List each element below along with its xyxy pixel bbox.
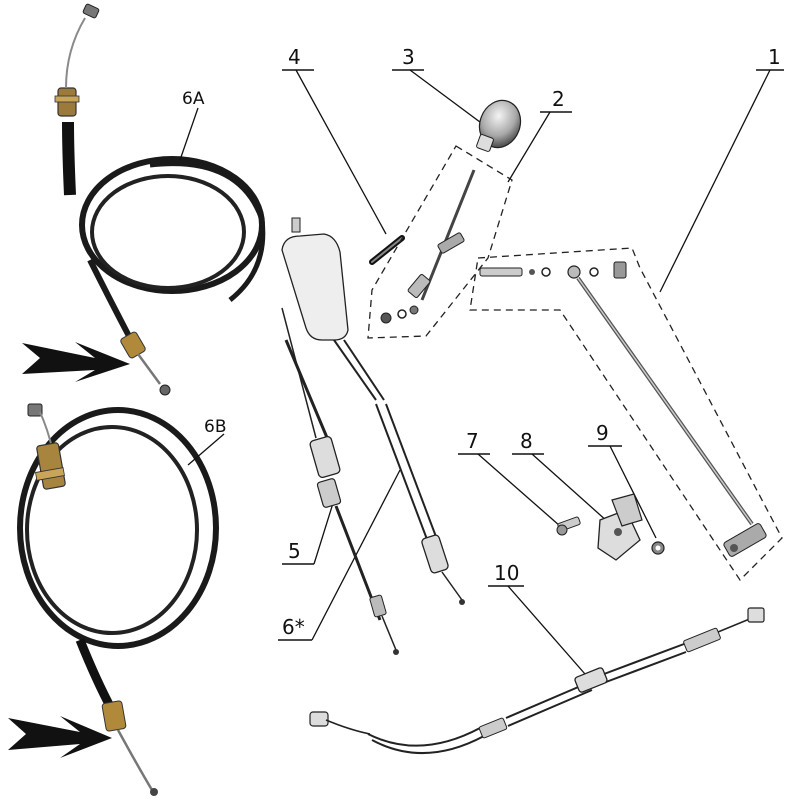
part-7-bolt bbox=[556, 516, 581, 536]
callout-5-number: 5 bbox=[288, 539, 301, 563]
part-10-cable bbox=[309, 607, 765, 754]
part-9-nut bbox=[651, 541, 665, 555]
callout-4-number: 4 bbox=[288, 45, 301, 69]
photo-label-6a: 6A bbox=[182, 89, 205, 109]
arrow-6a-icon bbox=[22, 342, 130, 382]
callout-8-number: 8 bbox=[520, 429, 533, 453]
part-1-linkage-assembly bbox=[469, 247, 783, 582]
callout-2: 2 bbox=[507, 87, 572, 183]
callout-7: 7 bbox=[458, 429, 561, 527]
callout-8: 8 bbox=[512, 429, 609, 523]
callout-7-number: 7 bbox=[466, 429, 479, 453]
callout-1: 1 bbox=[659, 45, 784, 293]
callout-10: 10 bbox=[488, 561, 593, 683]
part-6-cable bbox=[281, 217, 465, 605]
callout-9-number: 9 bbox=[596, 421, 609, 445]
part-5-cable bbox=[281, 307, 399, 655]
part-3-knob bbox=[476, 99, 522, 152]
callout-6-number: 6* bbox=[282, 615, 305, 639]
callout-3: 3 bbox=[392, 45, 489, 129]
arrow-6b-icon bbox=[8, 716, 112, 758]
photo-label-6b: 6B bbox=[204, 417, 226, 437]
callout-4: 4 bbox=[282, 45, 387, 235]
callout-3-number: 3 bbox=[402, 45, 415, 69]
part-8-bracket bbox=[597, 493, 643, 561]
photo-cable-6b: 6B bbox=[17, 403, 226, 796]
callout-1-number: 1 bbox=[768, 45, 781, 69]
part-2-lever-assembly bbox=[367, 145, 513, 339]
photo-cable-6a: 6A bbox=[54, 3, 266, 396]
callout-5: 5 bbox=[282, 499, 335, 565]
callout-2-number: 2 bbox=[552, 87, 565, 111]
callout-10-number: 10 bbox=[494, 561, 519, 585]
callout-9: 9 bbox=[588, 421, 657, 539]
part-4-pin bbox=[369, 235, 405, 265]
